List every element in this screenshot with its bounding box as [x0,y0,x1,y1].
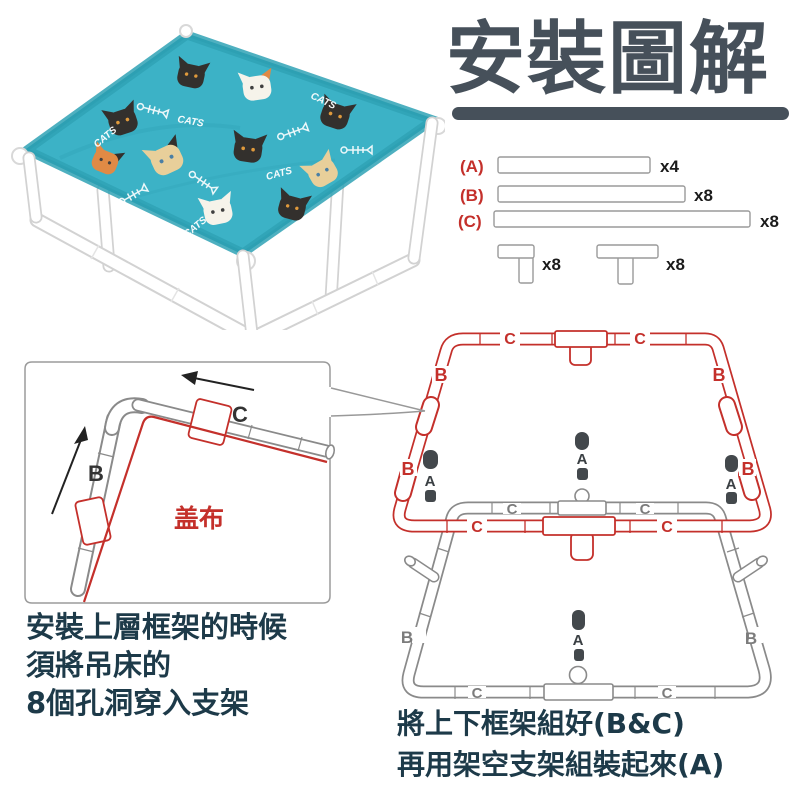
title-underline [452,107,789,120]
direction-arrow-up [51,426,88,515]
callout-pointer [330,387,426,417]
assembly-diagram: C C C C B B [24,330,772,702]
part-c-bar [493,210,751,228]
note-line: 再用架空支架組裝起來(A) [397,748,725,781]
bed-fabric: CATS CATS CATS CATS CATS [18,29,443,259]
peg-label: A [726,476,737,493]
note-line: 安裝上層框架的時候 [26,610,288,644]
part-count: x4 [660,157,679,176]
fishbone-pattern [117,102,373,206]
detail-inset: B C 盖布 [24,361,336,604]
lower-bottom-tee-socket [568,665,588,685]
part-count: x8 [760,212,779,231]
connector-count: x8 [666,255,685,274]
lower-top-tee [557,500,607,516]
note-line: 8個孔洞穿入支架 [26,686,250,720]
pipe-label: B [402,459,415,479]
pipe-label: B [745,629,757,648]
fabric-edge-line [82,415,328,603]
inset-pipe-label-c: C [232,402,248,427]
lower-frame: C C C C B B [401,488,772,702]
part-label: (B) [460,186,484,205]
peg-label: A [425,473,436,490]
peg-label: A [577,451,588,468]
pipe-label: C [507,501,518,518]
connector-count: x8 [542,255,561,274]
center-tee-connector [596,244,659,285]
fabric-text: CATS [176,114,204,129]
pipe-label: C [504,331,516,348]
cat-pattern [91,55,357,225]
pipe-label: B [742,459,755,479]
support-pegs: A A A A [423,432,738,661]
pipe-label: C [634,331,646,348]
inset-pipe-label-b: B [88,461,104,486]
support-socket-right [732,555,768,583]
pipe-label: C [471,519,483,536]
upper-bottom-tee-stem [570,531,594,561]
note-line: 將上下框架組好(B&C) [397,707,685,740]
part-b-bar [497,185,686,203]
pipe-label: B [401,628,413,647]
pipe-label: C [661,519,673,536]
peg-label: A [573,632,584,649]
part-label: (C) [458,212,482,231]
page-title: 安裝圖解 [446,13,770,105]
parts-list: (A) x4 (B) x8 (C) x8 x8 x8 [458,156,779,285]
upper-frame: C C C C B B B B [392,330,772,561]
pipe-label: C [662,685,673,702]
upper-bottom-tee [542,516,616,536]
cover-cloth-label: 盖布 [174,504,224,533]
pipe-label: B [435,365,448,385]
pipe-label: C [640,501,651,518]
direction-arrow-left [181,371,255,391]
part-count: x8 [694,186,713,205]
note-line: 須將吊床的 [26,648,172,682]
support-socket-left [404,555,440,583]
part-a-bar [497,156,651,174]
corner-tee-connector [497,244,535,284]
upper-top-tee [554,330,608,348]
lower-bottom-tee [543,683,614,701]
note-right: 將上下框架組好(B&C) 再用架空支架組裝起來(A) [397,703,724,785]
fabric-sleeve [74,496,112,546]
bed-frame-base [22,116,439,330]
pipe-label: B [713,365,726,385]
note-left: 安裝上層框架的時候 須將吊床的 8個孔洞穿入支架 [26,608,287,722]
product-photo: CATS CATS CATS CATS CATS [11,24,445,330]
pipe-label: C [472,685,483,702]
part-label: (A) [460,157,484,176]
